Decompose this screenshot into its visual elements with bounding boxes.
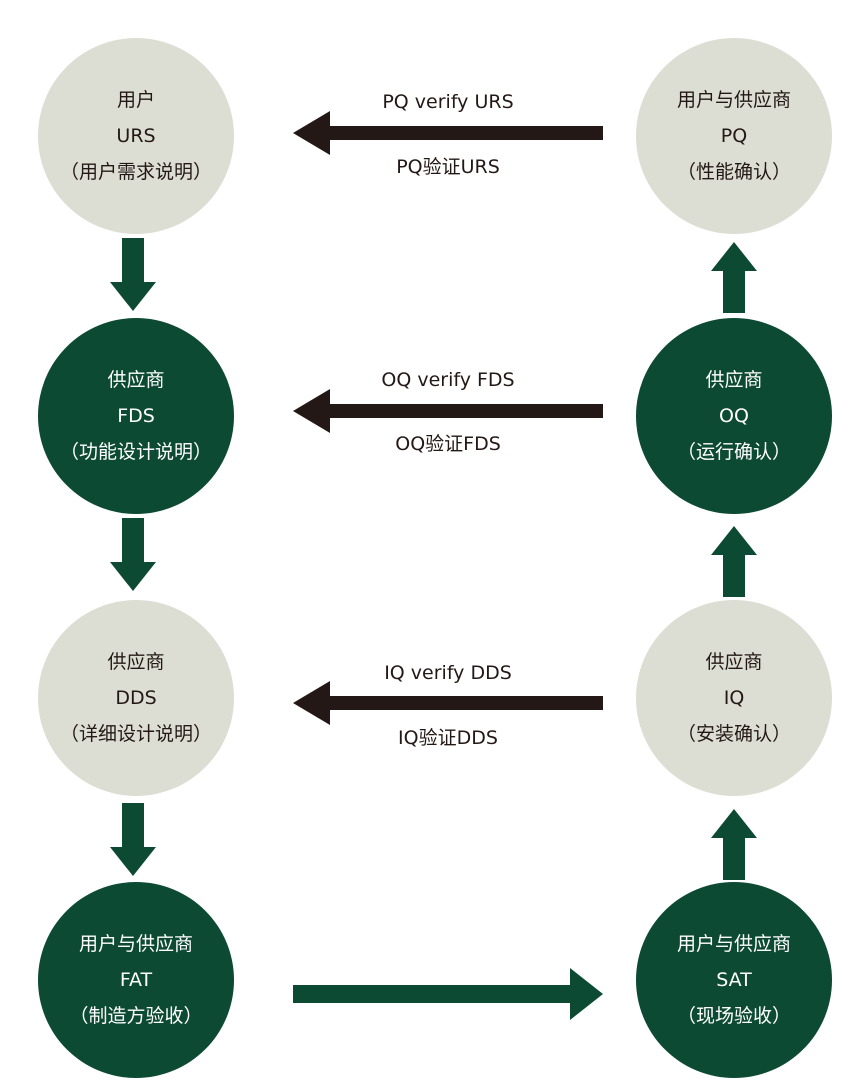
node-sat: 用户与供应商 SAT （现场验收）: [636, 882, 832, 1078]
node-fds-code: FDS: [117, 405, 155, 427]
node-urs-code: URS: [116, 125, 156, 147]
node-pq-desc: （性能确认）: [676, 161, 791, 183]
label-oq-verify-fds-zh: OQ验证FDS: [395, 433, 501, 455]
label-pq-verify-urs-zh: PQ验证URS: [396, 156, 500, 178]
node-fds-desc: （功能设计说明）: [59, 441, 212, 463]
label-iq-verify-dds-zh: IQ验证DDS: [398, 727, 498, 749]
node-iq-code: IQ: [723, 687, 745, 709]
arrow-iq-to-oq: [711, 526, 757, 597]
node-fat-code: FAT: [119, 969, 153, 991]
node-iq: 供应商 IQ （安装确认）: [636, 600, 832, 796]
node-oq-role: 供应商: [705, 369, 763, 391]
node-pq-code: PQ: [720, 125, 748, 147]
node-pq: 用户与供应商 PQ （性能确认）: [636, 38, 832, 234]
node-fat-role: 用户与供应商: [78, 933, 193, 955]
node-fds: 供应商 FDS （功能设计说明）: [38, 318, 234, 514]
node-fds-role: 供应商: [107, 369, 165, 391]
node-dds-code: DDS: [115, 687, 157, 709]
node-dds: 供应商 DDS （详细设计说明）: [38, 600, 234, 796]
arrow-fds-to-dds: [110, 518, 156, 591]
node-oq-code: OQ: [719, 405, 749, 427]
label-oq-verify-fds-en: OQ verify FDS: [381, 369, 515, 391]
node-sat-role: 用户与供应商: [676, 933, 791, 955]
arrow-fat-to-sat: [293, 968, 603, 1020]
node-pq-role: 用户与供应商: [676, 89, 791, 111]
node-iq-desc: （安装确认）: [676, 723, 791, 745]
node-fat-desc: （制造方验收）: [69, 1005, 203, 1027]
node-urs-role: 用户: [116, 89, 155, 111]
arrow-oq-to-pq: [711, 242, 757, 313]
arrow-urs-to-fds: [110, 238, 156, 311]
node-dds-desc: （详细设计说明）: [59, 723, 212, 745]
node-oq: 供应商 OQ （运行确认）: [636, 318, 832, 514]
node-urs-desc: （用户需求说明）: [59, 161, 212, 183]
node-sat-desc: （现场验收）: [676, 1005, 791, 1027]
node-iq-role: 供应商: [705, 651, 763, 673]
arrow-iq-verify-dds: [293, 681, 603, 725]
node-sat-code: SAT: [716, 969, 752, 991]
arrow-sat-to-iq: [711, 809, 757, 880]
node-urs: 用户 URS （用户需求说明）: [38, 38, 234, 234]
node-fat: 用户与供应商 FAT （制造方验收）: [38, 882, 234, 1078]
arrow-pq-verify-urs: [293, 111, 603, 155]
node-oq-desc: （运行确认）: [676, 441, 791, 463]
arrow-oq-verify-fds: [293, 389, 603, 433]
label-pq-verify-urs-en: PQ verify URS: [382, 91, 514, 113]
node-dds-role: 供应商: [107, 651, 165, 673]
label-iq-verify-dds-en: IQ verify DDS: [384, 662, 512, 684]
arrow-dds-to-fat: [110, 803, 156, 876]
